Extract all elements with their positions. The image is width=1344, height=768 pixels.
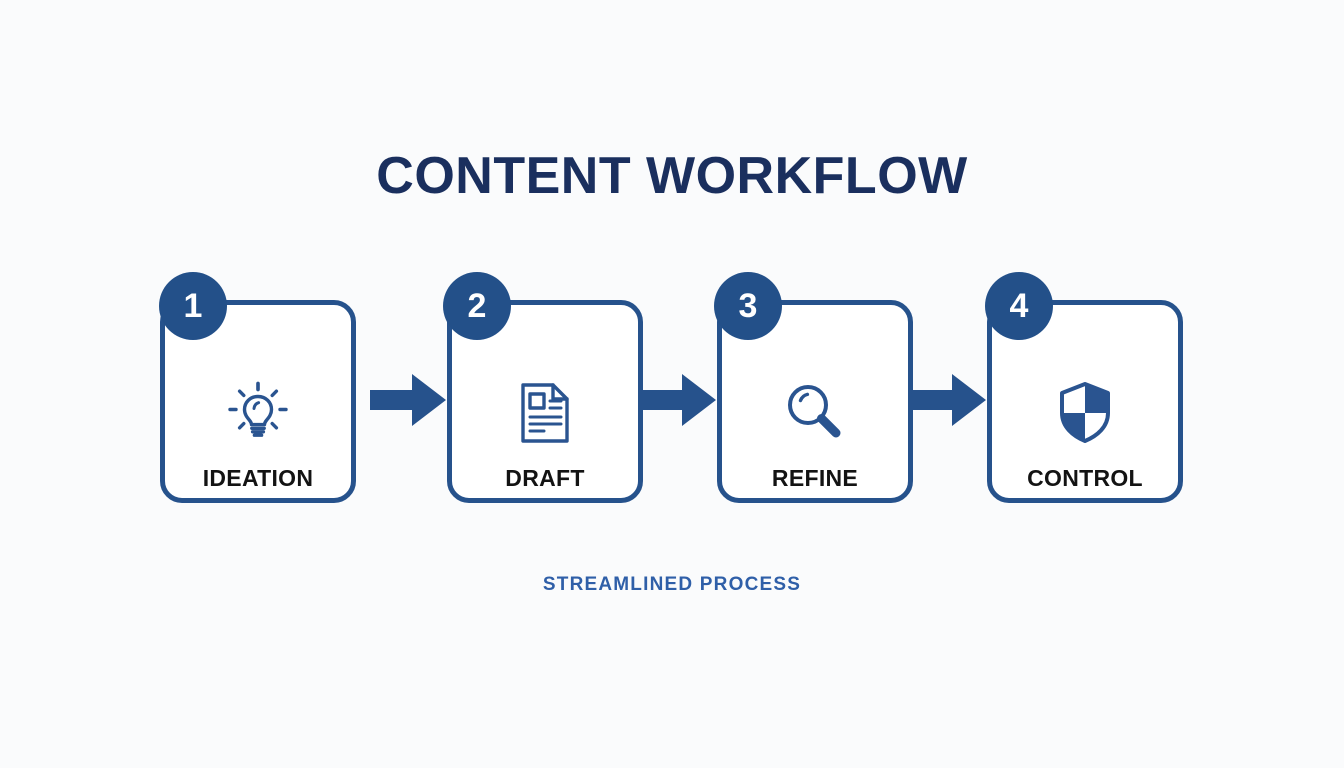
magnifier-icon: [722, 377, 908, 449]
step-number-badge: 1: [159, 272, 227, 340]
step-label: REFINE: [771, 465, 859, 491]
step-number-badge: 2: [443, 272, 511, 340]
step-card-refine[interactable]: REFINE: [717, 300, 913, 503]
step-label: DRAFT: [505, 465, 585, 491]
step-label: IDEATION: [202, 465, 314, 491]
shield-icon: [992, 377, 1178, 449]
step-number-badge: 4: [985, 272, 1053, 340]
arrow-right-icon: [370, 370, 446, 430]
arrow-right-icon: [910, 370, 986, 430]
page-title: CONTENT WORKFLOW: [376, 147, 968, 205]
document-icon: [452, 377, 638, 449]
step-label: CONTROL: [1027, 465, 1143, 491]
arrow-right-icon: [640, 370, 716, 430]
lightbulb-icon: [165, 377, 351, 449]
workflow-steps: IDEATION DRAFT: [0, 272, 1344, 520]
step-number-badge: 3: [714, 272, 782, 340]
footer-caption: STREAMLINED PROCESS: [542, 574, 802, 595]
